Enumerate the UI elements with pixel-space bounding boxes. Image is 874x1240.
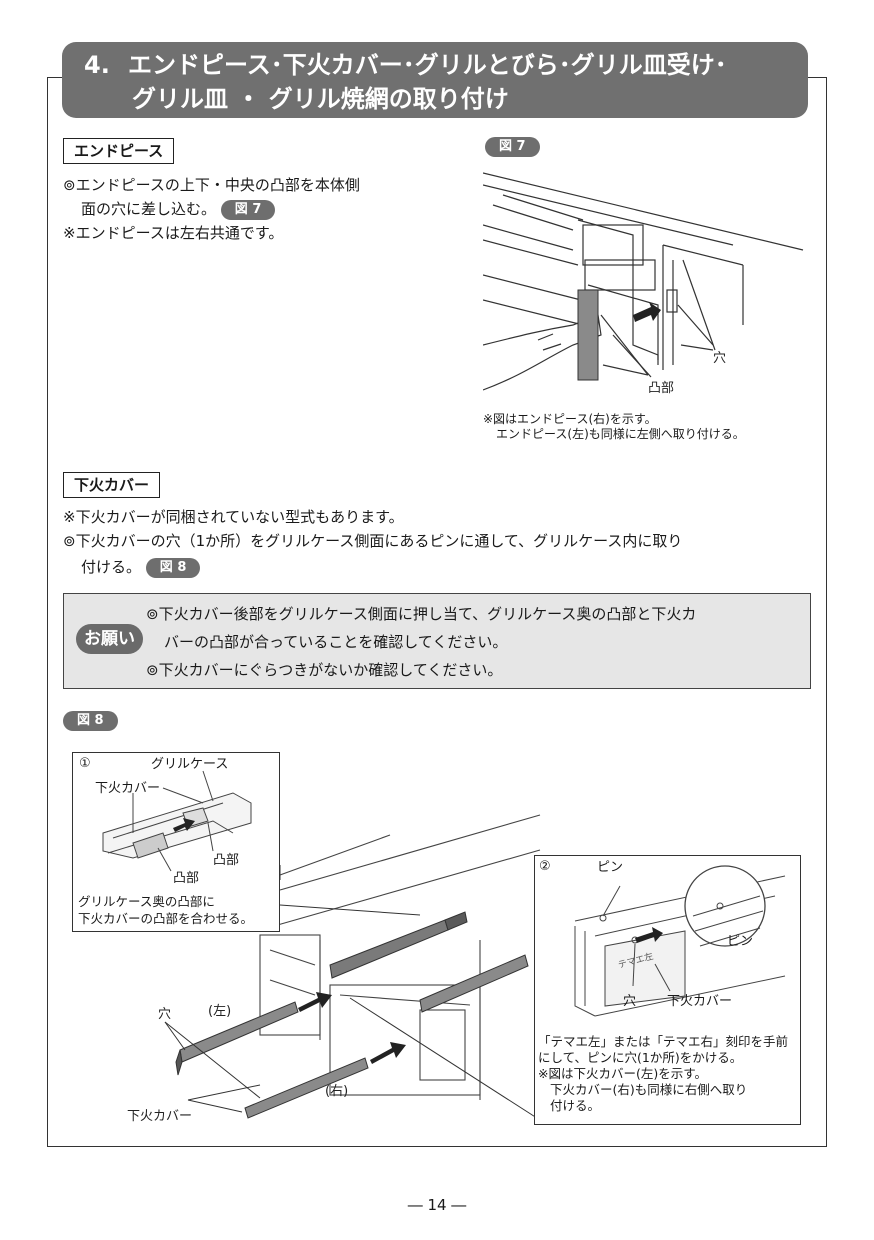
fig7-hole-label: 穴 xyxy=(713,351,726,366)
inset2-lower-cover: 下火カバー xyxy=(667,994,733,1009)
notice-item1-line1: ⊚下火カバー後部をグリルケース側面に押し当て、グリルケース奥の凸部と下火カ xyxy=(146,605,697,623)
fig7-label: 図 7 xyxy=(485,137,540,157)
insert-arrow-icon xyxy=(633,302,661,322)
inset2-caption-line1: 「テマエ左」または「テマエ右」刻印を手前 xyxy=(538,1034,789,1049)
notice-badge: お願い xyxy=(76,624,143,654)
fig8-hole-label: 穴 xyxy=(158,1007,171,1022)
inset2-caption-line5: 付ける。 xyxy=(550,1098,601,1113)
inset2-hole: 穴 xyxy=(623,994,637,1009)
inset1-arrow-icon xyxy=(173,818,195,832)
lower-cover-right xyxy=(244,1057,369,1119)
inset2-pin-zoom: ピン xyxy=(727,934,754,949)
inset2-pin: ピン xyxy=(597,860,624,875)
section-number: 4. xyxy=(84,51,110,79)
inset2-caption-line3: ※図は下火カバー(左)を示す。 xyxy=(538,1066,707,1081)
rail-top-right xyxy=(419,954,529,1013)
inset1-caption-line2: 下火カバーの凸部を合わせる。 xyxy=(78,911,254,926)
lower-cover-bullet-line2: 付ける。 xyxy=(81,558,142,576)
lower-cover-heading: 下火カバー xyxy=(63,472,161,498)
inset1-lower-cover: 下火カバー xyxy=(95,781,161,796)
title-line1: エンドピース･下火カバー･グリルとびら･グリル皿受け･ xyxy=(128,51,727,79)
inset1-grill-case: グリルケース xyxy=(151,757,229,772)
fig7-caption-line2: エンドピース(左)も同様に左側へ取り付ける。 xyxy=(496,427,745,441)
inset1-caption-line1: グリルケース奥の凸部に xyxy=(78,894,215,909)
fig8-inset1: ① グリルケース 下火カバー 凸部 凸部 グリルケース奥の凸部に 下火カバーの凸… xyxy=(72,752,280,932)
notice-item2: ⊚下火カバーにぐらつきがないか確認してください。 xyxy=(146,661,503,679)
endpiece-note: ※エンドピースは左右共通です。 xyxy=(63,224,284,242)
lower-cover-bullet-line1: ⊚下火カバーの穴（1か所）をグリルケース側面にあるピンに通して、グリルケース内に… xyxy=(63,532,683,550)
inset1-convex1: 凸部 xyxy=(213,853,240,868)
endpiece-part xyxy=(577,289,599,381)
endpiece-bullet-line1: ⊚エンドピースの上下・中央の凸部を本体側 xyxy=(63,176,360,194)
fig7-convex-label: 凸部 xyxy=(648,381,674,396)
fig8-ref: 図 8 xyxy=(145,557,201,578)
insert-arrow-right-icon xyxy=(370,1042,406,1064)
fig8-lower-cover-label: 下火カバー xyxy=(127,1109,192,1124)
fig7-illustration: 穴 凸部 xyxy=(483,172,804,396)
insert-arrow-left-icon xyxy=(298,992,332,1012)
endpiece-heading: エンドピース xyxy=(63,138,175,164)
rail-top-left xyxy=(329,919,449,979)
lower-cover-note: ※下火カバーが同梱されていない型式もあります。 xyxy=(63,508,404,526)
fig7-ref: 図 7 xyxy=(220,199,276,220)
inset1-number: ① xyxy=(79,756,91,771)
title-line2: グリル皿 ・ グリル焼網の取り付け xyxy=(132,85,509,113)
inset2-number: ② xyxy=(539,859,551,874)
endpiece-bullet-line2: 面の穴に差し込む。 xyxy=(81,200,217,218)
inset2-caption-line4: 下火カバー(右)も同様に右側へ取り xyxy=(550,1082,748,1097)
section-title: 4. エンドピース･下火カバー･グリルとびら･グリル皿受け･ グリル皿 ・ グリル… xyxy=(62,42,808,118)
fig8-illustration: 穴 (左) (右) 下火カバー xyxy=(127,814,541,1124)
fig8-left-label: (左) xyxy=(208,1004,231,1019)
fig8-label: 図 8 xyxy=(63,711,118,731)
endpiece-bullet: ⊚エンドピースの上下・中央の凸部を本体側 面の穴に差し込む。 図 7 ※エンドピ… xyxy=(63,173,360,245)
fig7-caption: ※図はエンドピース(右)を示す。 エンドピース(左)も同様に左側へ取り付ける。 xyxy=(483,412,745,442)
inset2-arrow-icon xyxy=(635,927,663,943)
lower-cover-text: ※下火カバーが同梱されていない型式もあります。 ⊚下火カバーの穴（1か所）をグリ… xyxy=(63,505,682,579)
inset1-convex2: 凸部 xyxy=(173,871,200,886)
fig8-right-label: (右) xyxy=(325,1084,348,1099)
inset2-caption-line2: にして、ピンに穴(1か所)をかける。 xyxy=(538,1050,743,1065)
notice-item1-line2: バーの凸部が合っていることを確認してください。 xyxy=(164,633,508,651)
page-number: ― 14 ― xyxy=(407,1196,467,1214)
fig7-caption-line1: ※図はエンドピース(右)を示す。 xyxy=(483,412,657,426)
lower-cover-left xyxy=(179,1001,299,1063)
notice-box: お願い ⊚下火カバー後部をグリルケース側面に押し当て、グリルケース奥の凸部と下火… xyxy=(63,593,811,689)
fig8-inset2: テマエ左 ② ピン ピン 穴 下火カバー 「テマエ左」または「テマエ右」刻印を手… xyxy=(534,855,801,1125)
